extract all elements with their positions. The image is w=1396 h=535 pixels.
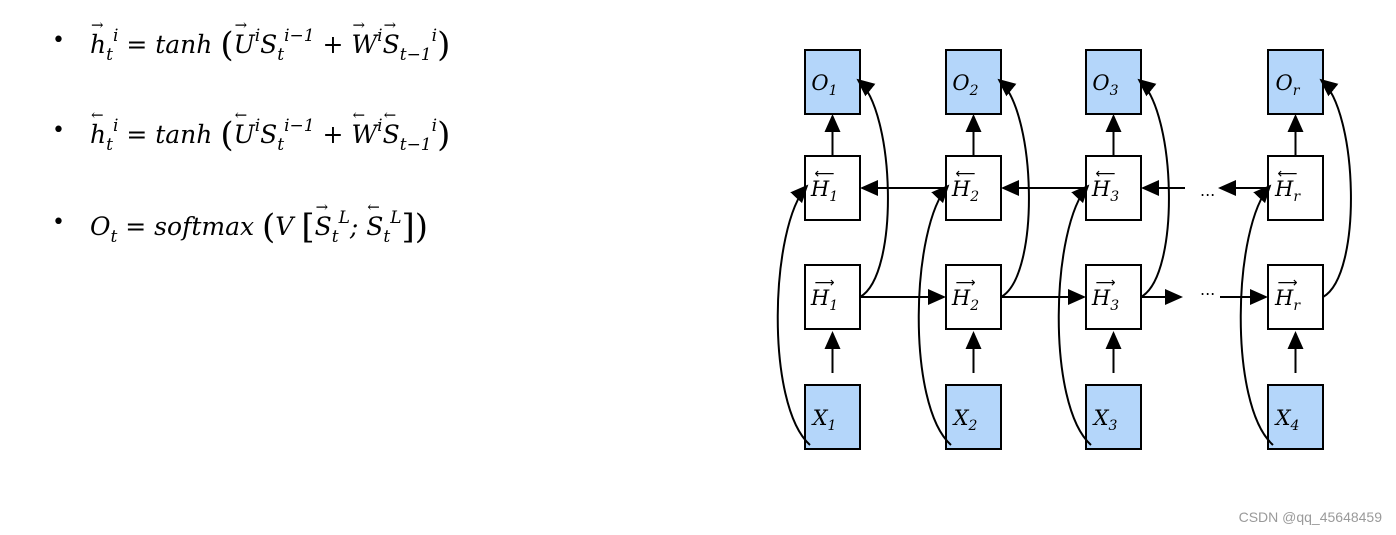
forward-hidden-node-4 [1267,264,1324,330]
backward-hidden-node-1 [804,155,861,221]
input-node-4 [1267,384,1324,450]
edge-input-to-backward-2 [917,184,952,446]
edge-forward-to-output-3 [1137,78,1170,298]
ellipsis-backward: ... [1200,181,1215,200]
edge-input-to-backward-3 [1057,184,1092,446]
forward-hidden-node-2-arrow: ⟶ [955,275,975,291]
backward-hidden-node-1-arrow: ⟵ [814,166,834,182]
forward-hidden-node-3 [1085,264,1142,330]
edge-input-to-backward-4 [1239,184,1274,446]
bullet: • [52,118,65,143]
backward-hidden-node-2-arrow: ⟵ [955,166,975,182]
forward-hidden-node-1-arrow: ⟶ [814,275,834,291]
ellipsis-forward: ... [1200,280,1215,299]
backward-hidden-node-4-arrow: ⟵ [1277,166,1297,182]
output-node-2 [945,49,1002,115]
backward-hidden-node-3-arrow: ⟵ [1095,166,1115,182]
edge-forward-to-output-2 [997,78,1030,298]
bullet: • [52,210,65,235]
forward-hidden-node-4-arrow: ⟶ [1277,275,1297,291]
forward-hidden-node-3-label: H3 [1091,286,1119,314]
watermark: CSDN @qq_45648459 [1238,509,1382,525]
input-node-2 [945,384,1002,450]
backward-hidden-node-4 [1267,155,1324,221]
edge-forward-to-output-4 [1319,78,1352,298]
edge-input-to-backward-1 [776,184,811,446]
edge-forward-to-output-1 [856,78,889,298]
backward-hidden-node-1-label: H1 [810,177,838,205]
output-node-4 [1267,49,1324,115]
bullet: • [52,28,65,53]
forward-hidden-node-3-arrow: ⟶ [1095,275,1115,291]
input-node-3 [1085,384,1142,450]
input-node-1 [804,384,861,450]
